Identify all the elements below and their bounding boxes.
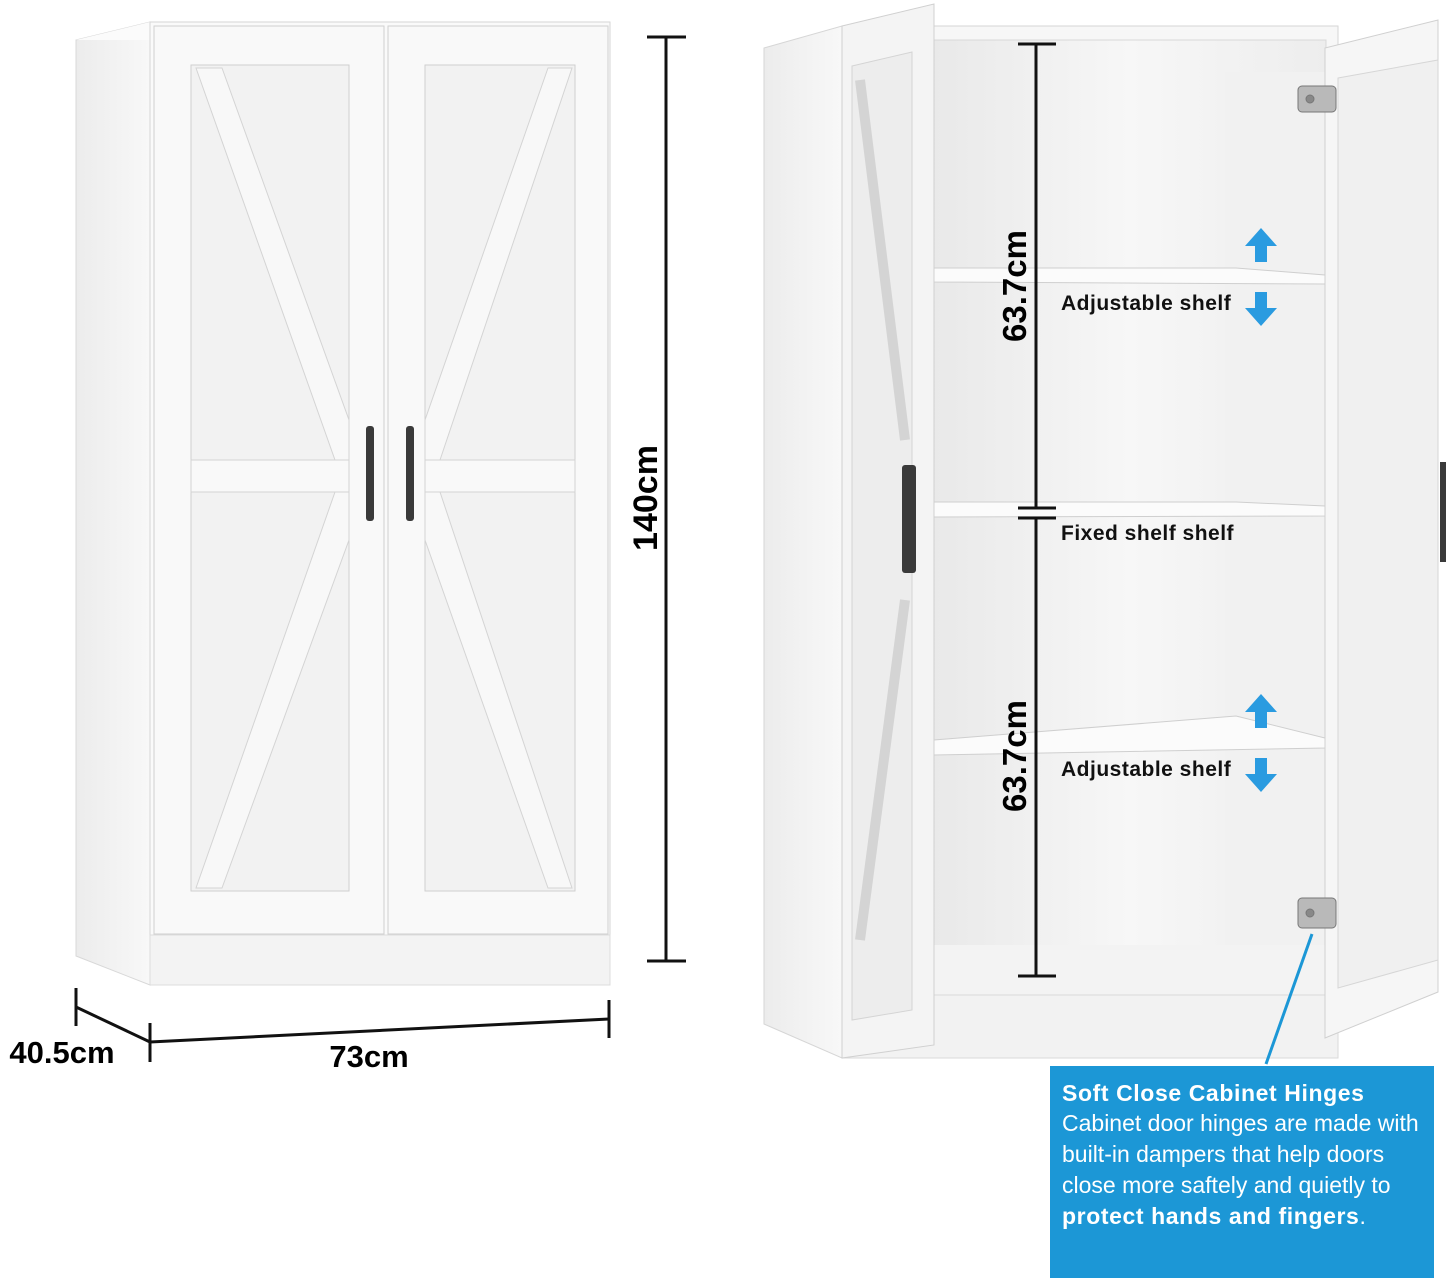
upper-shelf-label: Adjustable shelf [1061,292,1232,315]
adjust-arrows-icon [1245,228,1277,792]
open-door-handle [902,465,916,573]
callout-body-end: . [1359,1203,1366,1229]
right-door-handle [406,426,414,521]
hinge-icon [1297,85,1337,929]
closed-cabinet [75,21,611,986]
callout-body-emphasis: protect hands and fingers [1062,1203,1360,1229]
lower-shelf-label: Adjustable shelf [1061,758,1232,781]
upper-section-label: 63.7cm [996,230,1033,342]
left-door-handle [366,426,374,521]
depth-dimension-line [74,988,151,1044]
soft-close-hinges-callout: Soft Close Cabinet Hinges Cabinet door h… [1050,1066,1434,1278]
middle-shelf-label: Fixed shelf shelf [1061,522,1235,545]
lower-section-label: 63.7cm [996,700,1033,812]
width-label: 73cm [329,1039,408,1074]
depth-label: 40.5cm [9,1035,114,1070]
upper-shelf [933,267,1326,285]
height-dimension-line [647,35,686,963]
callout-body-text: Cabinet door hinges are made with built-… [1062,1110,1419,1198]
height-label: 140cm [627,445,665,551]
width-dimension-line [148,1000,611,1062]
callout-title: Soft Close Cabinet Hinges [1062,1080,1365,1106]
fixed-shelf [933,501,1326,518]
callout-body: Cabinet door hinges are made with built-… [1062,1108,1422,1232]
open-cabinet [763,3,1446,1059]
callout-leader-line [1264,933,1314,1065]
shelf-dimension-lines [1018,42,1056,978]
